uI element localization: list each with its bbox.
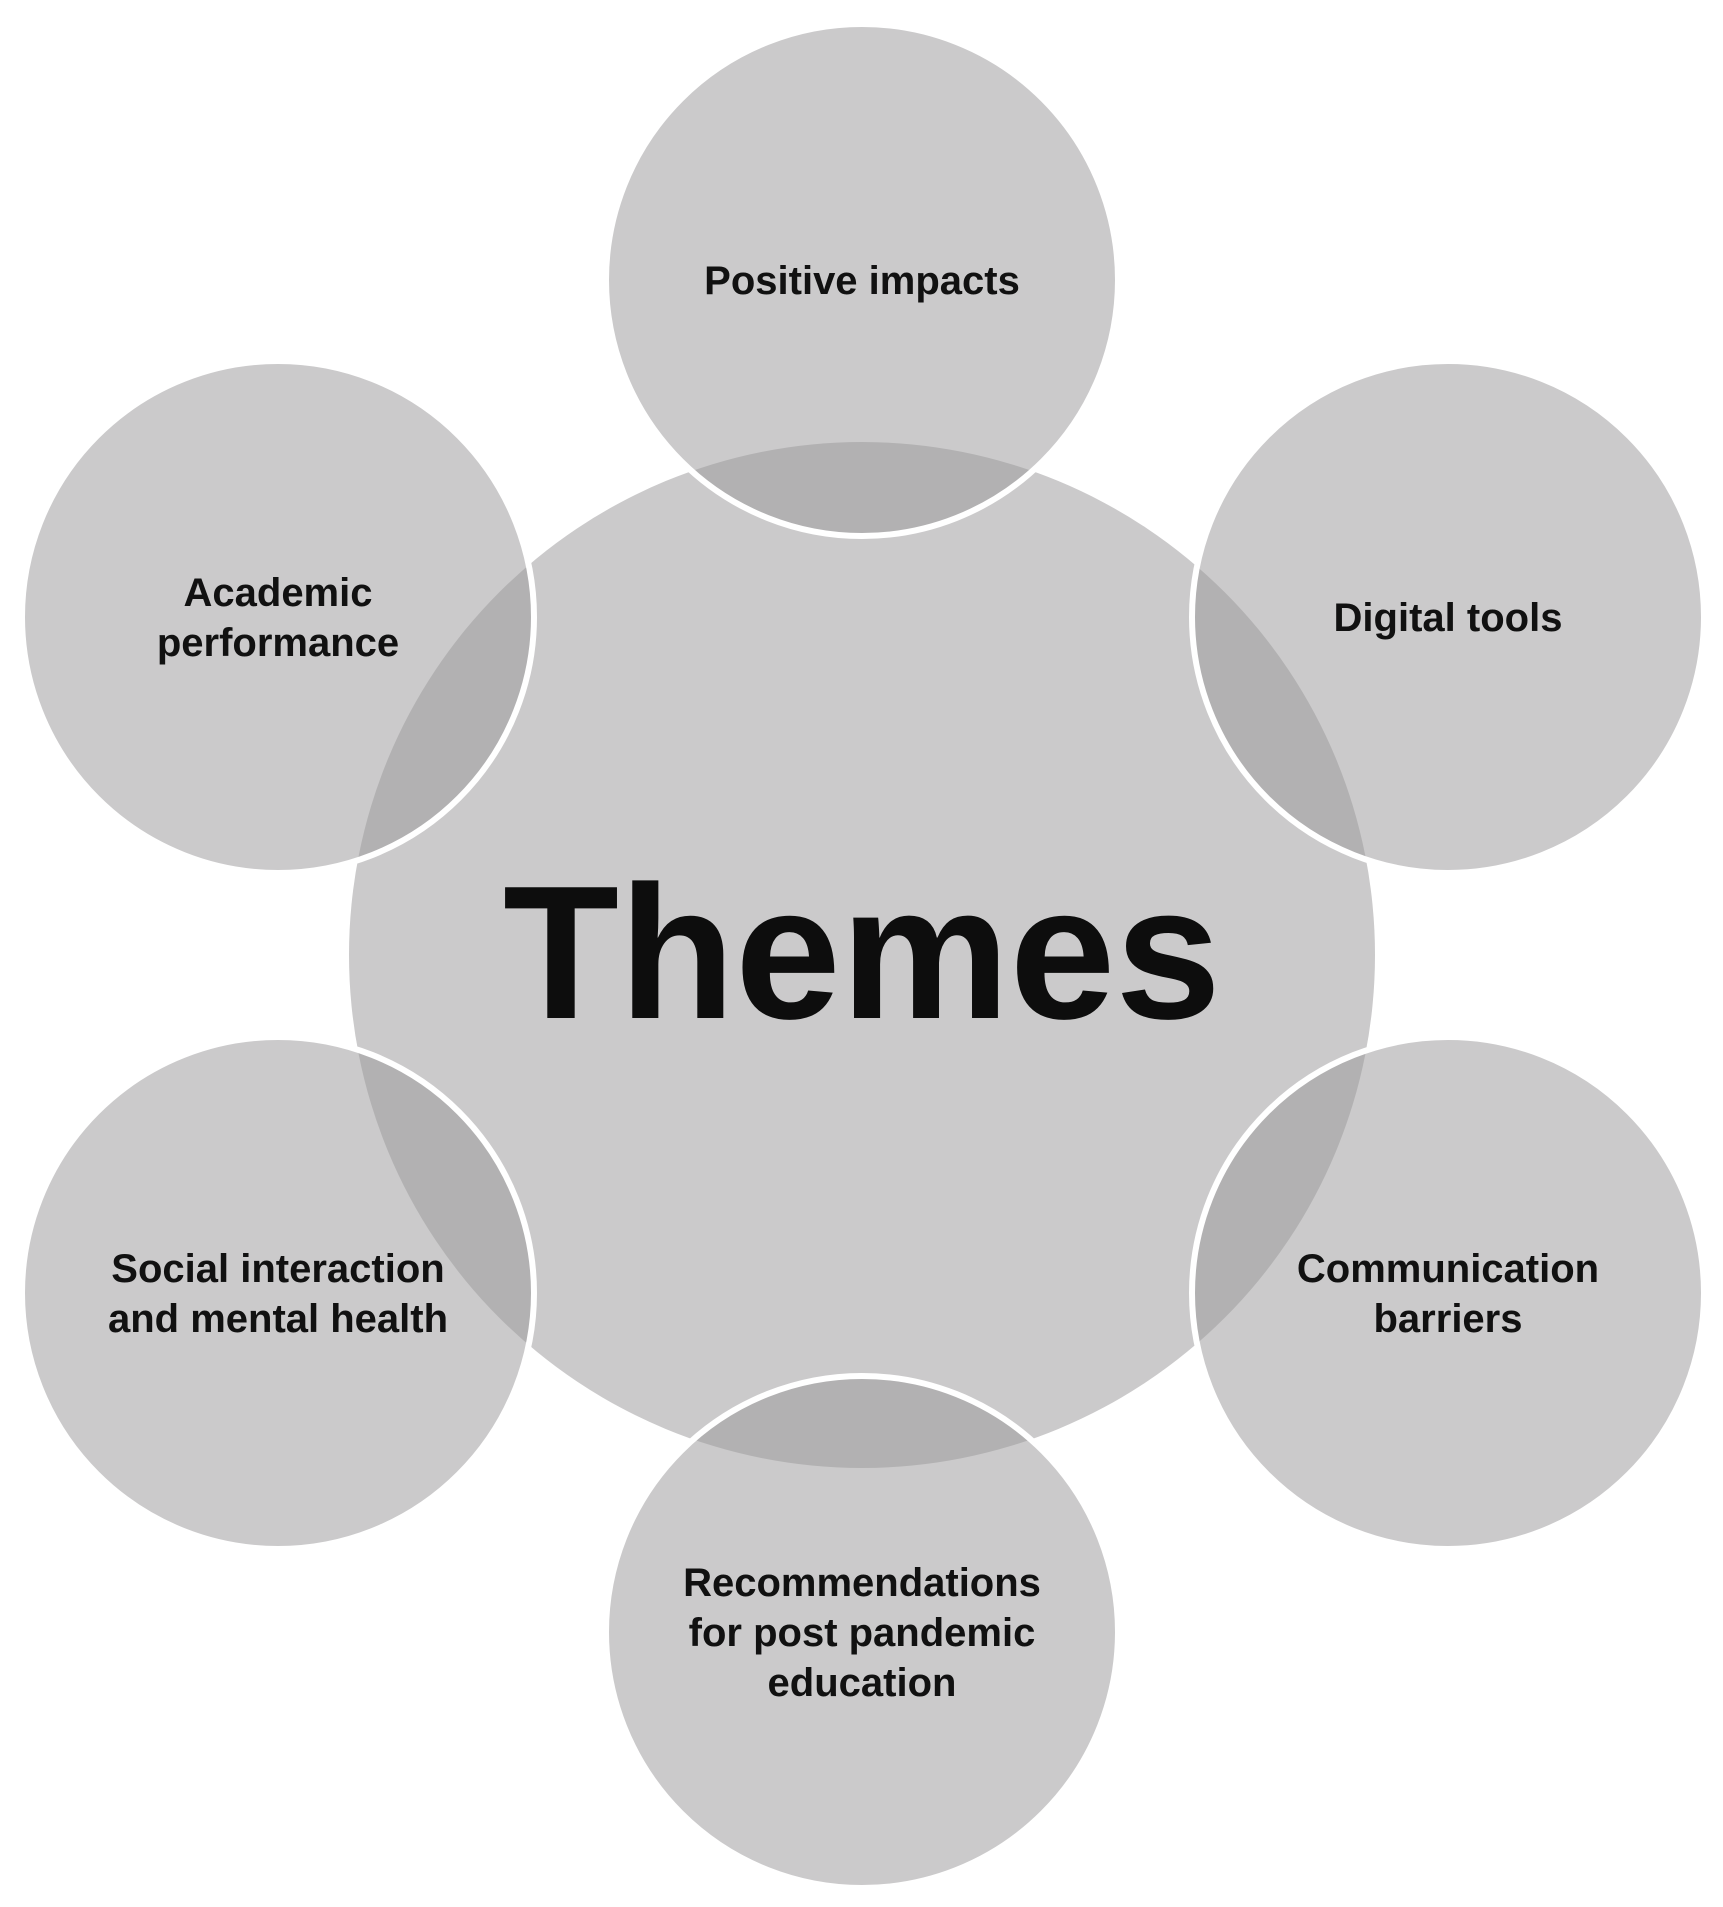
- node-label-communication-barriers: Communication barriers: [1297, 1247, 1599, 1341]
- node-label-line: Social interaction: [111, 1247, 444, 1291]
- outline-social-interaction: [19, 1034, 537, 1552]
- node-label-line: Academic: [184, 571, 373, 615]
- center-circle: [349, 442, 1375, 1468]
- node-label-line: Recommendations: [683, 1561, 1041, 1605]
- node-circle-positive-impacts: [606, 24, 1118, 536]
- outline-digital-tools: [1189, 358, 1707, 876]
- outline-positive-impacts: [603, 21, 1121, 539]
- node-label-recommendations: Recommendations for post pandemic educatio…: [683, 1561, 1041, 1705]
- outline-academic-performance: [19, 358, 537, 876]
- node-outlines: [19, 21, 1707, 1891]
- node-label-line: barriers: [1374, 1297, 1523, 1341]
- node-label-line: Communication: [1297, 1247, 1599, 1291]
- node-label-line: for post pandemic: [689, 1611, 1036, 1655]
- center-label: Themes: [503, 847, 1221, 1059]
- node-label-line: Positive impacts: [704, 259, 1020, 303]
- node-label-academic-performance: Academic performance: [157, 571, 399, 665]
- node-circle-recommendations: [606, 1376, 1118, 1888]
- node-label-line: education: [768, 1661, 957, 1705]
- node-label-social-interaction: Social interaction and mental health: [108, 1247, 448, 1341]
- outline-communication-barriers: [1189, 1034, 1707, 1552]
- node-label-positive-impacts: Positive impacts: [704, 259, 1020, 303]
- node-label-digital-tools: Digital tools: [1334, 596, 1563, 640]
- node-label-line: Digital tools: [1334, 596, 1563, 640]
- outline-recommendations: [603, 1373, 1121, 1891]
- node-label-line: performance: [157, 621, 399, 665]
- node-label-line: and mental health: [108, 1297, 448, 1341]
